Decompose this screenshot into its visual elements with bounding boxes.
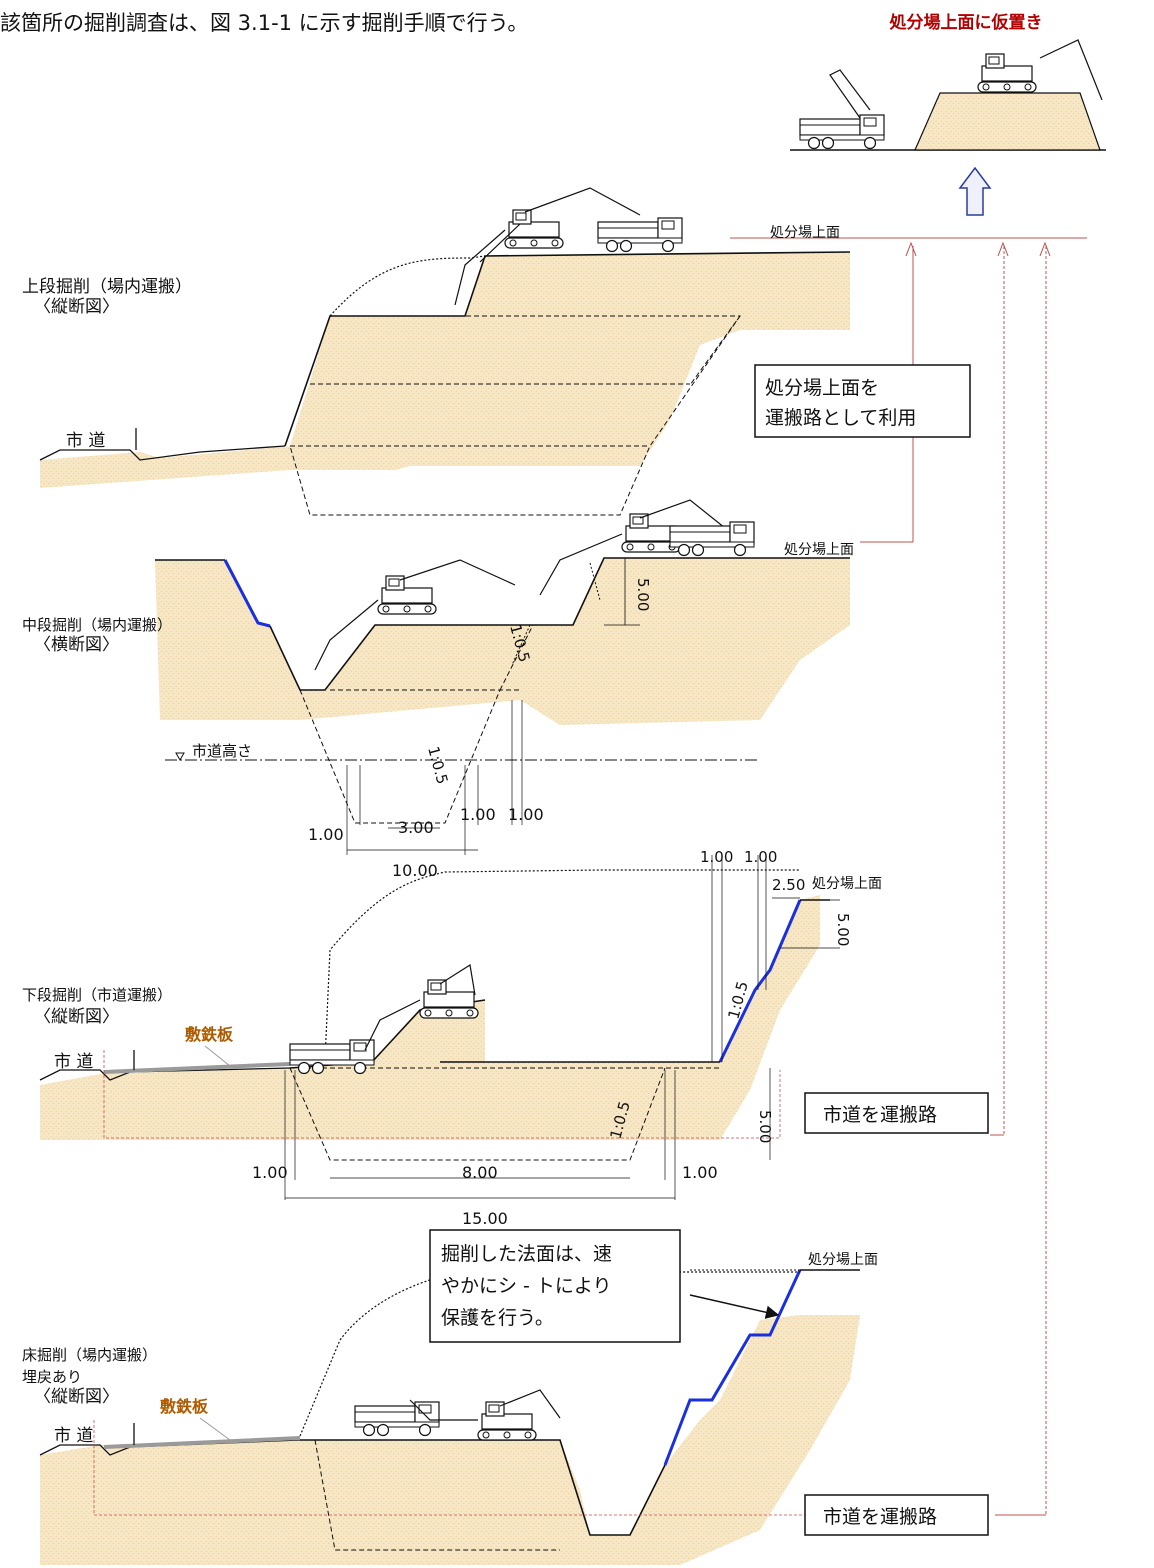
stage3-view: 〈縦断図〉	[34, 1007, 119, 1027]
callout-line1: 掘削した法面は、速	[441, 1243, 612, 1265]
stage3-dim-left: 1.00	[252, 1163, 288, 1182]
callout-line2: やかにシ - トにより	[441, 1275, 612, 1297]
note-box-stage3-text: 市道を運搬路	[823, 1104, 937, 1126]
stage3-dim-total: 15.00	[462, 1209, 508, 1228]
stage2-road-level: 市道高さ	[192, 742, 252, 760]
stage1-surface-label: 処分場上面	[770, 225, 840, 241]
note-box-stage1: 処分場上面を 運搬路として利用	[754, 364, 971, 438]
stage2-dim-mid: 1.00	[460, 805, 496, 824]
stage2-slope-lower: 1:0.5	[424, 744, 451, 786]
stage4-title: 床掘削（場内運搬）	[22, 1346, 157, 1364]
stage2-dim-bottom: 3.00	[398, 818, 434, 837]
temporary-storage-scene	[790, 39, 1106, 151]
stage3-section: 下段掘削（市道運搬） 〈縦断図〉 敷鉄板 市 道 1.00 1.00 2.50 …	[22, 848, 882, 1228]
stage2-dim-total: 10.00	[392, 861, 438, 880]
stage3-dim-top3: 2.50	[772, 876, 805, 894]
stage4-surface-label: 処分場上面	[808, 1252, 878, 1268]
callout-box-stage4: 掘削した法面は、速 やかにシ - トにより 保護を行う。	[429, 1229, 681, 1343]
note-box-stage1-line2: 運搬路として利用	[765, 407, 916, 429]
stage3-surface-label: 処分場上面	[812, 876, 882, 892]
stage3-dim-top2: 1.00	[744, 848, 777, 866]
stage4-section: 床掘削（場内運搬） 埋戻あり 〈縦断図〉 敷鉄板 市 道 処分場上面	[22, 1252, 878, 1565]
stage3-dim-top1: 1.00	[700, 848, 733, 866]
stage1-title: 上段掘削（場内運搬）	[22, 277, 192, 297]
stage4-road-label: 市 道	[54, 1426, 93, 1446]
stage4-subtitle: 埋戻あり	[22, 1368, 82, 1386]
stage3-plate-label: 敷鉄板	[185, 1025, 234, 1044]
stage3-height-upper: 5.00	[834, 913, 852, 946]
stage3-dim-right: 1.00	[682, 1163, 718, 1182]
stage3-height-lower: 5.00	[756, 1110, 774, 1143]
stage3-title: 下段掘削（市道運搬）	[22, 986, 172, 1004]
stage3-dim-bottom: 8.00	[462, 1163, 498, 1182]
stage2-dim-right: 1.00	[508, 805, 544, 824]
note-box-stage4-text: 市道を運搬路	[823, 1506, 937, 1528]
stage2-dim-left: 1.00	[308, 825, 344, 844]
intro-text: 該箇所の掘削調査は、図 3.1-1 に示す掘削手順で行う。	[0, 11, 528, 35]
stage4-plate-label: 敷鉄板	[160, 1397, 209, 1416]
stage3-road-label: 市 道	[54, 1052, 93, 1072]
stage2-view: 〈横断図〉	[34, 635, 119, 655]
note-box-stage3: 市道を運搬路	[804, 1092, 989, 1134]
stage1-section: 上段掘削（場内運搬） 〈縦断図〉 市 道 処分場上面	[22, 187, 851, 516]
note-box-stage4: 市道を運搬路	[804, 1494, 989, 1536]
stage2-height: 5.00	[634, 578, 652, 611]
callout-arrow	[689, 1294, 780, 1319]
stage2-title: 中段掘削（場内運搬）	[22, 616, 172, 634]
stage2-surface-label: 処分場上面	[784, 542, 854, 558]
stage1-view: 〈縦断図〉	[34, 297, 119, 317]
callout-line3: 保護を行う。	[441, 1307, 554, 1329]
stage4-view: 〈縦断図〉	[34, 1387, 119, 1407]
up-arrow-icon	[958, 166, 992, 216]
stage2-section: 5.00 1:0.5 市道高さ 1:0.5 1.00 3.00 1.00 1.0…	[22, 499, 854, 880]
stage1-road-label: 市 道	[66, 431, 105, 451]
note-box-stage1-line1: 処分場上面を	[765, 377, 879, 399]
top-caption: 処分場上面に仮置き	[889, 12, 1043, 33]
